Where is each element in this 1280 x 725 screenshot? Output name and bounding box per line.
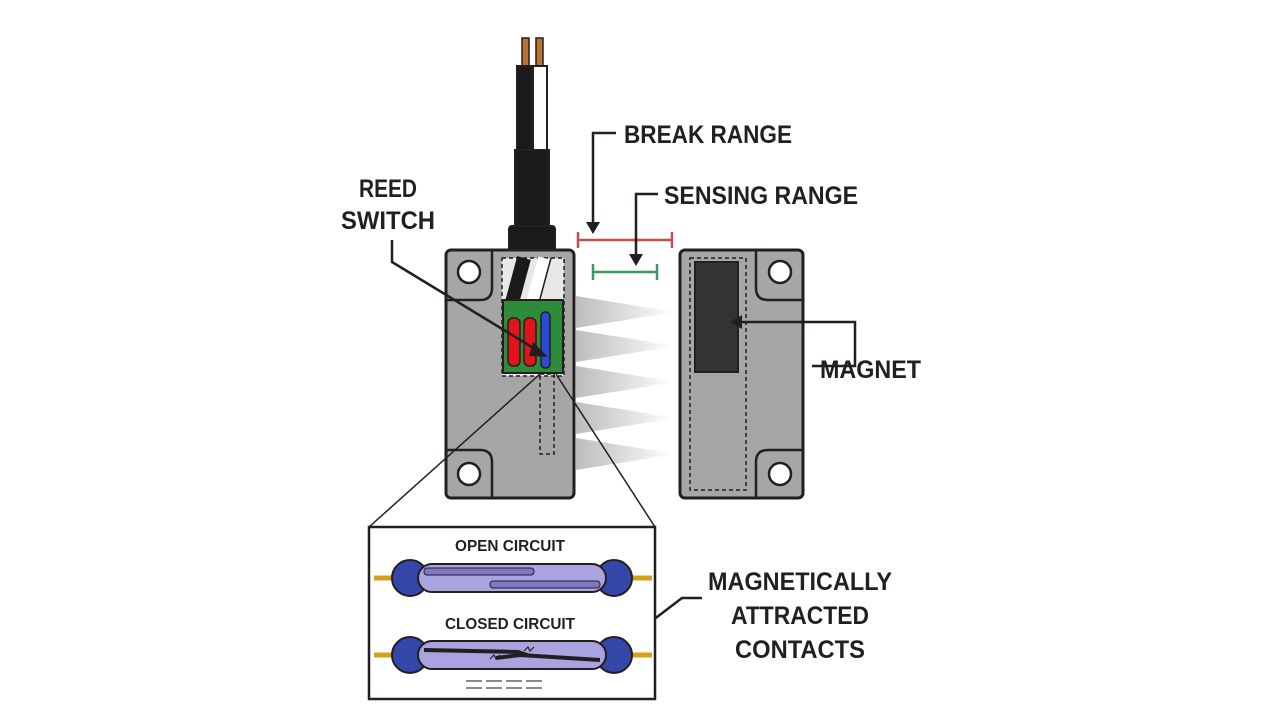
cable-jacket	[514, 149, 550, 231]
reed-label-line2: SWITCH	[341, 207, 435, 235]
contacts-label-line2: ATTRACTED	[731, 602, 869, 630]
magnet-block	[694, 261, 739, 373]
break-range-marker	[576, 232, 674, 248]
mounting-hole-icon	[456, 461, 482, 487]
sensing-range-marker	[591, 264, 659, 280]
open-reed-switch	[374, 559, 652, 597]
magnet-housing	[678, 248, 805, 500]
wire-tip-left	[521, 37, 530, 69]
cable	[508, 37, 556, 257]
closed-reed-switch	[374, 636, 652, 674]
reed-red-left	[507, 317, 521, 367]
reed-switch-inset	[367, 525, 657, 701]
sensing-range-label: SENSING RANGE	[664, 182, 858, 210]
zoom-lines	[368, 373, 656, 528]
mounting-hole-icon	[767, 259, 793, 285]
contacts-label-line3: CONTACTS	[735, 636, 865, 664]
wire-tip-right	[535, 37, 544, 69]
contacts-label-line1: MAGNETICALLY	[708, 568, 892, 596]
closed-circuit-label: CLOSED CIRCUIT	[445, 616, 575, 633]
mounting-hole-icon	[767, 461, 793, 487]
magnet-label: MAGNET	[820, 356, 921, 384]
wire-insulation-black	[516, 65, 532, 157]
open-circuit-label: OPEN CIRCUIT	[455, 538, 565, 555]
mounting-hole-icon	[456, 259, 482, 285]
break-range-label: BREAK RANGE	[624, 121, 792, 149]
magnetic-field	[576, 296, 676, 470]
decorative-marks	[466, 680, 542, 689]
reed-switch-element	[540, 311, 551, 369]
wire-insulation-white	[532, 65, 548, 157]
reed-label-line1: REED	[359, 175, 417, 203]
sensor-housing	[444, 248, 576, 500]
